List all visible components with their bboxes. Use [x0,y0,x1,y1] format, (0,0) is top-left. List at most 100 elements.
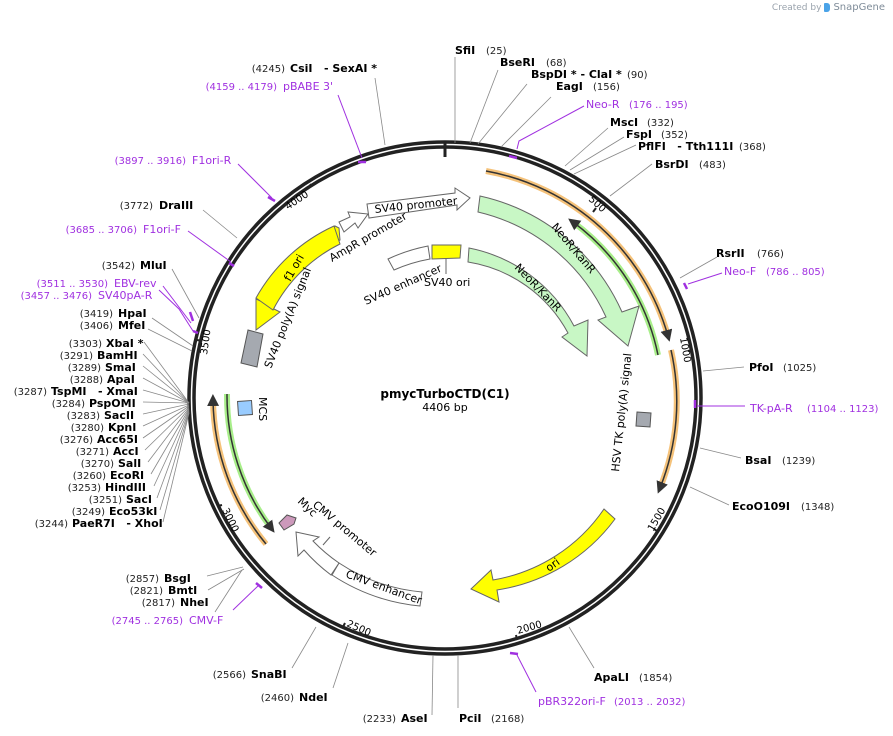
orf-arc-right [485,168,680,494]
primer-name: pBR322ori-F [538,695,606,708]
enzyme-xbaI[interactable]: (3303) XbaI * [69,337,144,350]
enzyme-nheI[interactable]: (2817) NheI [142,596,209,609]
enzyme-name: HindIII [105,481,146,494]
primer-neo-r[interactable]: Neo-R (176 .. 195) [586,98,688,111]
enzyme-name: ApaI [107,373,135,386]
enzyme-sacII[interactable]: (3283) SacII [67,409,134,422]
enzyme-pos: (3303) [69,339,102,350]
primer-pbr322ori-f[interactable]: pBR322ori-F (2013 .. 2032) [538,695,686,708]
enzyme-pos: (3289) [68,363,101,374]
enzyme-eagI[interactable]: EagI (156) [556,80,620,93]
feature-myc: Myc [278,495,320,531]
enzyme-name: HpaI [118,307,147,320]
enzyme-pos: (3542) [102,261,135,272]
enzyme-name: PspOMI [89,397,136,410]
enzyme-aseI[interactable]: (2233) AseI [363,712,428,725]
enzyme-pos: (2566) [213,670,246,681]
enzyme-bmtI[interactable]: (2821) BmtI [130,584,197,597]
primer-cmv-f[interactable]: (2745 .. 2765) CMV-F [112,614,224,627]
enzyme-leaders [142,57,745,716]
enzyme-hindIII[interactable]: (3253) HindIII [68,481,146,494]
enzyme-bseRI[interactable]: BseRI (68) [500,56,567,69]
feature-sv40-ori: SV40 ori [424,244,470,289]
tick-3500: 3500 [199,329,213,356]
enzyme-bamHI[interactable]: (3291) BamHI [60,349,138,362]
enzyme-fspI[interactable]: FspI (352) [626,128,688,141]
neor-inner-label: NeoR/KanR [512,261,564,314]
enzyme-apaI[interactable]: (3288) ApaI [70,373,135,386]
enzyme-pciI[interactable]: PciI (2168) [459,712,524,725]
snapgene-credit: Created by SnapGene [772,2,885,13]
enzyme-sacI[interactable]: (3251) SacI [89,493,152,506]
primer-name: CMV-F [189,614,223,627]
primer-pbabe3[interactable]: (4159 .. 4179) pBABE 3' [206,80,334,93]
enzyme-ndeI[interactable]: (2460) NdeI [261,691,328,704]
enzyme-pos: (1025) [783,363,816,374]
primer-tk-pa-r[interactable]: TK-pA-R (1104 .. 1123) [749,402,879,415]
enzyme-sfiI[interactable]: SfiI (25) [455,44,507,57]
enzyme-ecoRI[interactable]: (3260) EcoRI [73,469,144,482]
tick-1000: 1000 [677,337,692,364]
enzyme-name: EcoRI [110,469,144,482]
enzyme-bsrDI[interactable]: BsrDI (483) [655,158,726,171]
primer-sv40pa-r[interactable]: (3457 .. 3476) SV40pA-R [21,289,153,302]
enzyme-draIII[interactable]: (3772) DraIII [120,199,194,212]
enzyme-pos: (2460) [261,693,294,704]
enzyme-pos: (3271) [76,447,109,458]
primer-f1ori-r[interactable]: (3897 .. 3916) F1ori-R [115,154,232,167]
enzyme-pos: (368) [739,142,766,153]
enzyme-name: XbaI * [106,337,144,350]
enzyme-name: EcoO109I [732,500,790,513]
enzyme-pos: (332) [647,118,674,129]
enzyme-name: CsiI - SexAI * [290,62,377,75]
enzyme-paeR7I[interactable]: (3244) PaeR7I - XhoI [35,517,163,530]
primer-leaders [158,94,745,693]
enzyme-name: TspMI - XmaI [51,385,138,398]
primer-f1ori-f[interactable]: (3685 .. 3706) F1ori-F [66,223,181,236]
enzyme-pos: (766) [757,249,784,260]
enzyme-pfoI[interactable]: PfoI (1025) [749,361,816,374]
enzyme-name: SalI [118,457,141,470]
enzyme-mluI[interactable]: (3542) MluI [102,259,167,272]
enzyme-snaBI[interactable]: (2566) SnaBI [213,668,287,681]
enzyme-acc65I[interactable]: (3276) Acc65I [60,433,138,446]
feature-hsv-tk-polya: HSV TK poly(A) signal [609,352,652,472]
enzyme-pos: (3419) [80,309,113,320]
enzyme-name: BamHI [97,349,138,362]
enzyme-hpaI[interactable]: (3419) HpaI [80,307,147,320]
enzyme-csiI[interactable]: (4245) CsiI - SexAI * [252,62,378,75]
enzyme-kpnI[interactable]: (3280) KpnI [71,421,137,434]
primer-range: (3511 .. 3530) [37,279,109,290]
enzyme-bspDI[interactable]: BspDI * - ClaI * (90) [531,68,648,81]
enzyme-apaLI[interactable]: ApaLI (1854) [594,671,672,684]
backbone [187,140,703,656]
enzyme-eco53kI[interactable]: (3249) Eco53kI [72,505,158,518]
enzyme-pos: (3280) [71,423,104,434]
enzyme-rsrII[interactable]: RsrII (766) [716,247,784,260]
enzyme-bsgI[interactable]: (2857) BsgI [126,572,191,585]
enzyme-tspMI[interactable]: (3287) TspMI - XmaI [14,385,138,398]
primer-range: (2745 .. 2765) [112,616,184,627]
enzyme-bsaI[interactable]: BsaI (1239) [745,454,815,467]
primer-ebv-rev[interactable]: (3511 .. 3530) EBV-rev [37,277,157,290]
enzyme-accI[interactable]: (3271) AccI [76,445,139,458]
enzyme-pos: (2821) [130,586,163,597]
primer-neo-f[interactable]: Neo-F (786 .. 805) [724,265,825,278]
enzyme-ecoO109I[interactable]: EcoO109I (1348) [732,500,834,513]
primer-name: TK-pA-R [749,402,793,415]
enzyme-mscI[interactable]: MscI (332) [610,116,674,129]
enzyme-pflFI[interactable]: PflFI - Tth111I (368) [638,140,766,153]
primer-name: pBABE 3' [283,80,333,93]
enzyme-pos: (3283) [67,411,100,422]
enzyme-name: SfiI [455,44,475,57]
enzyme-smaI[interactable]: (3289) SmaI [68,361,136,374]
enzyme-pos: (3270) [81,459,114,470]
enzyme-mfeI[interactable]: (3406) MfeI [80,319,146,332]
credit-brand: SnapGene [833,2,885,13]
hsv-tk-polya-label: HSV TK poly(A) signal [609,352,634,472]
enzyme-salI[interactable]: (3270) SalI [81,457,141,470]
enzyme-pos: (2817) [142,598,175,609]
enzyme-pspOMI[interactable]: (3284) PspOMI [52,397,136,410]
enzyme-pos: (1348) [801,502,834,513]
enzyme-pos: (3253) [68,483,101,494]
